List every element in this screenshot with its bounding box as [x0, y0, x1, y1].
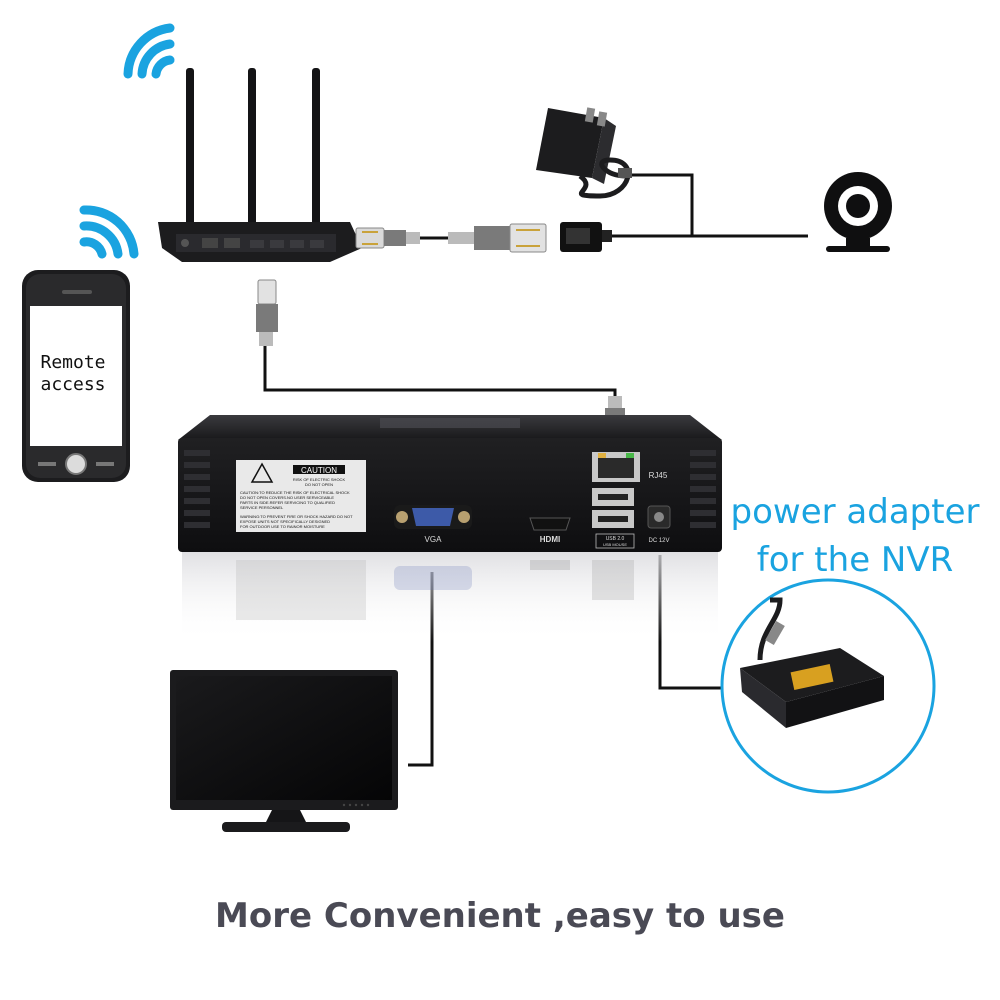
nvr-recorder	[178, 415, 722, 642]
vga-label: VGA	[425, 535, 443, 544]
smartphone	[22, 270, 130, 482]
power-caption-line1: power adapter	[730, 492, 980, 532]
wifi-icon	[79, 205, 139, 259]
warning-line: SERVICE PERSONNEL	[240, 505, 284, 510]
hdmi-label: HDMI	[540, 535, 560, 544]
usb-mouse-label: USB MOUSE	[603, 542, 627, 547]
usb-label: USB 2.0	[606, 536, 625, 542]
warning-text: CAUTION:TO REDUCE THE RISK OF ELECTRICAL…	[240, 490, 353, 529]
ethernet-plug	[448, 223, 547, 253]
warning-line: FOR OUTDOOR USE TO RAINOR MOISTURE	[240, 524, 325, 529]
phone-text-line2: access	[40, 374, 106, 395]
nvr-power-adapter	[720, 578, 936, 794]
caution-title: CAUTION	[301, 466, 337, 475]
ethernet-plug	[256, 279, 278, 346]
ethernet-plug	[355, 227, 420, 249]
ethernet-socket	[560, 222, 612, 252]
phone-screen-text: Remote access	[30, 352, 116, 396]
rj45-label: RJ45	[649, 471, 668, 480]
caution-subtitle-1: RISK OF ELECTRIC SHOCK	[293, 477, 346, 482]
warning-line: PARTS IN SIDE.REFER SERVICING TO QUALIFI…	[240, 500, 335, 505]
warning-line: EXPOSE UNITS NOT SPECIFICALLY DESIGNED	[240, 519, 330, 524]
webcam-icon	[824, 172, 892, 252]
router	[158, 68, 362, 262]
power-adapter-caption: power adapter for the NVR	[720, 488, 990, 584]
warning-line: WARNING:TO PREVENT FIRE OR SHOCK HAZARD …	[240, 514, 353, 519]
wifi-icon	[123, 23, 175, 79]
warning-line: DO NOT OPEN COVERS.NO USER SERVICEABLE	[240, 495, 334, 500]
power-adapter	[536, 107, 632, 199]
dc-label: DC 12V	[648, 538, 669, 544]
phone-text-line1: Remote	[40, 352, 106, 373]
warning-line: CAUTION:TO REDUCE THE RISK OF ELECTRICAL…	[240, 490, 350, 495]
bottom-caption: More Convenient ,easy to use	[215, 896, 785, 936]
caution-subtitle-2: DO NOT OPEN	[305, 482, 333, 487]
power-caption-line2: for the NVR	[756, 540, 954, 580]
monitor	[170, 670, 398, 832]
